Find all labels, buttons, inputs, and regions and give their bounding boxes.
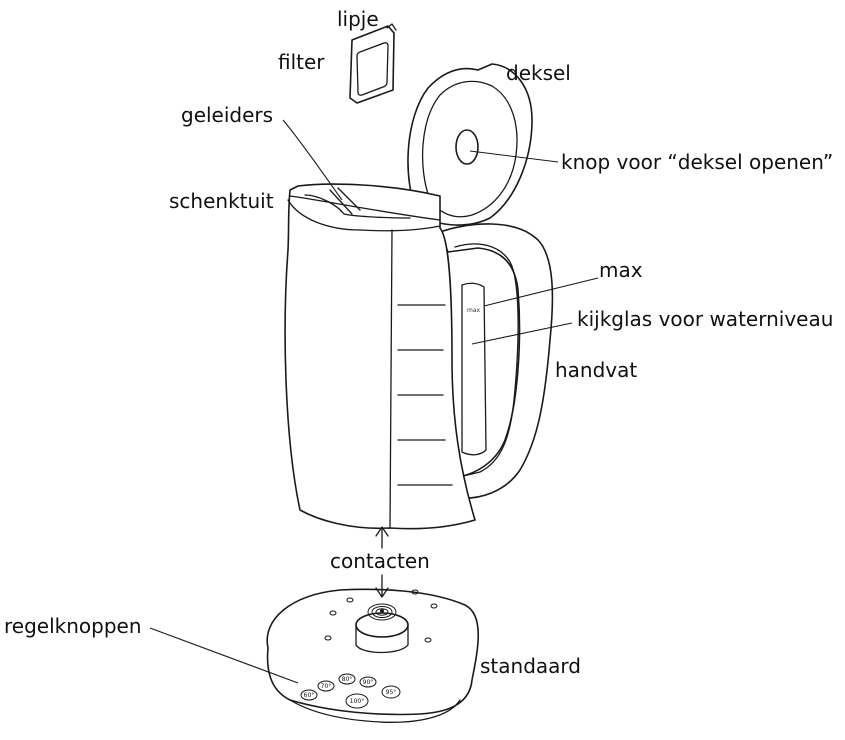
label-filter: filter	[278, 50, 325, 74]
label-max: max	[599, 258, 643, 282]
button-70: 70°	[321, 683, 332, 690]
label-deksel: deksel	[506, 61, 571, 85]
label-schenktuit: schenktuit	[169, 189, 274, 213]
button-100: 100°	[350, 698, 364, 705]
contact-arrows	[375, 526, 389, 598]
label-knop: knop voor “deksel openen”	[561, 150, 833, 174]
label-kijkglas: kijkglas voor waterniveau	[577, 307, 833, 331]
lid-open-button	[455, 129, 479, 165]
handle-part	[439, 223, 554, 500]
kettle-body: max	[284, 183, 487, 530]
filter-part	[349, 23, 397, 104]
label-regelknoppen: regelknoppen	[4, 614, 142, 638]
button-80: 80°	[342, 676, 353, 683]
button-95: 95°	[386, 689, 397, 696]
leader-lines	[149, 119, 599, 684]
label-geleiders: geleiders	[181, 103, 273, 127]
lid-part	[407, 63, 533, 226]
button-60: 60°	[304, 692, 315, 699]
base-part: 60° 70° 80° 90° 95° 100°	[266, 588, 480, 723]
window-max-mark: max	[467, 307, 481, 314]
label-contacten: contacten	[330, 549, 430, 573]
control-buttons: 60° 70° 80° 90° 95° 100°	[300, 673, 401, 709]
water-gauge-window	[461, 282, 487, 456]
label-standaard: standaard	[480, 654, 581, 678]
label-lipje: lipje	[337, 7, 379, 31]
button-90: 90°	[363, 679, 374, 686]
label-handvat: handvat	[555, 358, 637, 382]
